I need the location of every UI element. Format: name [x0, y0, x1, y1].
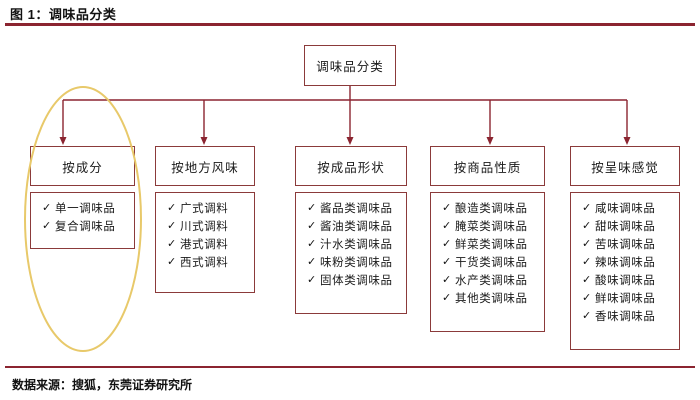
check-icon: ✓: [582, 256, 592, 268]
category-list-by-taste-sensation: ✓ 咸味调味品 ✓ 甜味调味品 ✓ 苦味调味品 ✓ 辣味调味品 ✓ 酸味调味品 …: [570, 192, 680, 350]
check-icon: ✓: [442, 256, 452, 268]
list-item[interactable]: ✓ 鲜味调味品: [571, 290, 679, 308]
page-title: 图 1：调味品分类: [10, 7, 117, 22]
list-item[interactable]: ✓ 香味调味品: [571, 308, 679, 326]
list-item-label: 单一调味品: [55, 203, 116, 215]
check-icon: ✓: [582, 274, 592, 286]
category-header-label: 按成分: [62, 160, 103, 175]
list-item-label: 酱油类调味品: [320, 221, 393, 233]
list-item-label: 复合调味品: [55, 221, 116, 233]
check-icon: ✓: [442, 238, 452, 250]
classification-diagram: 调味品分类 按成分 ✓ 单一调味品 ✓ 复合调味品 按地方风味 ✓ 广式调料 ✓…: [0, 28, 700, 364]
list-item[interactable]: ✓ 酱油类调味品: [296, 218, 406, 236]
category-header-by-composition[interactable]: 按成分: [30, 146, 135, 186]
list-item[interactable]: ✓ 港式调料: [156, 236, 254, 254]
list-item-label: 西式调料: [180, 257, 229, 269]
list-item-label: 苦味调味品: [595, 239, 656, 251]
list-item[interactable]: ✓ 汁水类调味品: [296, 236, 406, 254]
list-item-label: 甜味调味品: [595, 221, 656, 233]
category-list-by-composition: ✓ 单一调味品 ✓ 复合调味品: [30, 192, 135, 249]
check-icon: ✓: [442, 274, 452, 286]
list-item-label: 味粉类调味品: [320, 257, 393, 269]
list-item-label: 其他类调味品: [455, 293, 528, 305]
category-header-label: 按商品性质: [453, 160, 522, 175]
check-icon: ✓: [582, 292, 592, 304]
list-item[interactable]: ✓ 西式调料: [156, 254, 254, 272]
check-icon: ✓: [442, 292, 452, 304]
check-icon: ✓: [167, 238, 177, 250]
check-icon: ✓: [582, 310, 592, 322]
list-item-label: 酿造类调味品: [455, 203, 528, 215]
check-icon: ✓: [582, 238, 592, 250]
source-note: 数据来源：搜狐，东莞证券研究所: [12, 378, 193, 392]
check-icon: ✓: [307, 274, 317, 286]
list-item-label: 腌菜类调味品: [455, 221, 528, 233]
category-list-by-product-form: ✓ 酱品类调味品 ✓ 酱油类调味品 ✓ 汁水类调味品 ✓ 味粉类调味品 ✓ 固体…: [295, 192, 407, 314]
list-item[interactable]: ✓ 复合调味品: [31, 218, 134, 236]
list-item-label: 广式调料: [180, 203, 229, 215]
list-item-label: 辣味调味品: [595, 257, 656, 269]
category-header-by-commodity-nature[interactable]: 按商品性质: [430, 146, 545, 186]
list-item[interactable]: ✓ 单一调味品: [31, 200, 134, 218]
list-item-label: 酱品类调味品: [320, 203, 393, 215]
category-header-by-product-form[interactable]: 按成品形状: [295, 146, 407, 186]
list-item[interactable]: ✓ 苦味调味品: [571, 236, 679, 254]
check-icon: ✓: [442, 202, 452, 214]
root-node-label: 调味品分类: [316, 60, 384, 74]
check-icon: ✓: [167, 220, 177, 232]
list-item[interactable]: ✓ 固体类调味品: [296, 272, 406, 290]
list-item-label: 固体类调味品: [320, 275, 393, 287]
check-icon: ✓: [167, 202, 177, 214]
list-item-label: 鲜味调味品: [595, 293, 656, 305]
check-icon: ✓: [307, 202, 317, 214]
list-item[interactable]: ✓ 其他类调味品: [431, 290, 544, 308]
list-item-label: 酸味调味品: [595, 275, 656, 287]
list-item[interactable]: ✓ 酱品类调味品: [296, 200, 406, 218]
root-node-seasoning-classification: 调味品分类: [304, 45, 396, 86]
list-item[interactable]: ✓ 水产类调味品: [431, 272, 544, 290]
list-item-label: 干货类调味品: [455, 257, 528, 269]
category-header-label: 按地方风味: [171, 160, 239, 175]
category-header-label: 按呈味感觉: [591, 160, 659, 175]
list-item[interactable]: ✓ 酿造类调味品: [431, 200, 544, 218]
list-item[interactable]: ✓ 干货类调味品: [431, 254, 544, 272]
category-header-label: 按成品形状: [317, 160, 385, 175]
check-icon: ✓: [307, 220, 317, 232]
list-item-label: 咸味调味品: [595, 203, 656, 215]
check-icon: ✓: [167, 256, 177, 268]
check-icon: ✓: [442, 220, 452, 232]
title-divider: [5, 23, 695, 26]
check-icon: ✓: [307, 238, 317, 250]
list-item-label: 港式调料: [180, 239, 229, 251]
list-item[interactable]: ✓ 广式调料: [156, 200, 254, 218]
check-icon: ✓: [582, 202, 592, 214]
list-item[interactable]: ✓ 鲜菜类调味品: [431, 236, 544, 254]
list-item-label: 川式调料: [180, 221, 229, 233]
list-item-label: 汁水类调味品: [320, 239, 393, 251]
list-item[interactable]: ✓ 辣味调味品: [571, 254, 679, 272]
category-list-by-commodity-nature: ✓ 酿造类调味品 ✓ 腌菜类调味品 ✓ 鲜菜类调味品 ✓ 干货类调味品 ✓ 水产…: [430, 192, 545, 332]
list-item[interactable]: ✓ 咸味调味品: [571, 200, 679, 218]
check-icon: ✓: [42, 220, 52, 232]
category-list-by-regional-flavor: ✓ 广式调料 ✓ 川式调料 ✓ 港式调料 ✓ 西式调料: [155, 192, 255, 293]
list-item[interactable]: ✓ 腌菜类调味品: [431, 218, 544, 236]
list-item[interactable]: ✓ 川式调料: [156, 218, 254, 236]
list-item[interactable]: ✓ 味粉类调味品: [296, 254, 406, 272]
category-header-by-regional-flavor[interactable]: 按地方风味: [155, 146, 255, 186]
check-icon: ✓: [582, 220, 592, 232]
list-item[interactable]: ✓ 酸味调味品: [571, 272, 679, 290]
list-item[interactable]: ✓ 甜味调味品: [571, 218, 679, 236]
list-item-label: 水产类调味品: [455, 275, 528, 287]
category-header-by-taste-sensation[interactable]: 按呈味感觉: [570, 146, 680, 186]
footer-divider: [5, 366, 695, 368]
check-icon: ✓: [42, 202, 52, 214]
list-item-label: 鲜菜类调味品: [455, 239, 528, 251]
list-item-label: 香味调味品: [595, 311, 656, 323]
check-icon: ✓: [307, 256, 317, 268]
